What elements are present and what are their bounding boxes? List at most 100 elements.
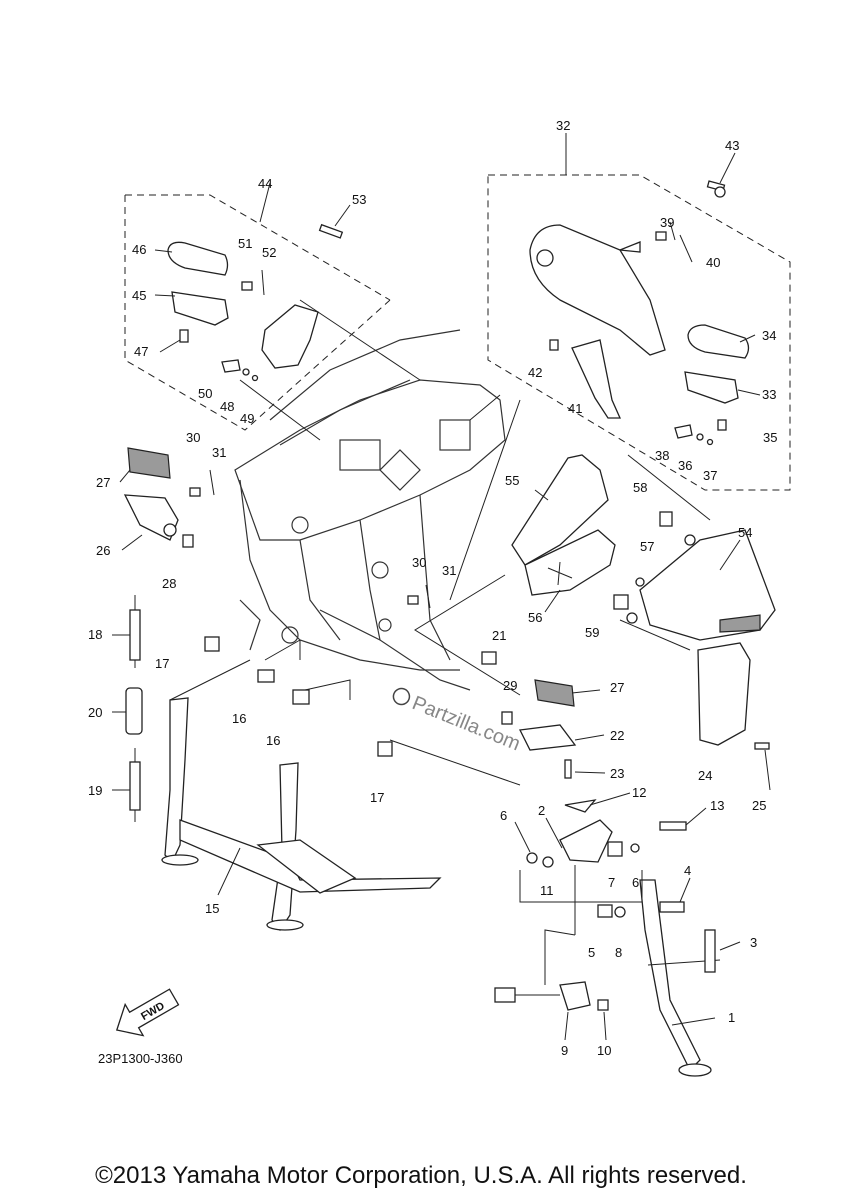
copyright-notice: ©2013 Yamaha Motor Corporation, U.S.A. A… bbox=[95, 1162, 747, 1189]
callout: 43 bbox=[725, 138, 739, 153]
callout: 8 bbox=[615, 945, 622, 960]
bolt-4 bbox=[659, 901, 685, 913]
footrest-22 bbox=[519, 724, 577, 751]
bolt-30-31-b bbox=[407, 584, 431, 609]
callout: 18 bbox=[88, 627, 102, 642]
callout: 34 bbox=[762, 328, 776, 343]
callout: 12 bbox=[632, 785, 646, 800]
footrest-rubber-34 bbox=[687, 324, 750, 359]
group-box-44 bbox=[124, 194, 391, 431]
callout: 19 bbox=[88, 783, 102, 798]
callout: 28 bbox=[162, 576, 176, 591]
callout: 46 bbox=[132, 242, 146, 257]
callout: 11 bbox=[540, 883, 554, 898]
heel-guard-41 bbox=[571, 339, 622, 419]
pin-51-52 bbox=[241, 269, 265, 296]
callout: 35 bbox=[763, 430, 777, 445]
callout: 29 bbox=[503, 678, 517, 693]
callout: 27 bbox=[96, 475, 110, 490]
cover-54 bbox=[639, 529, 776, 641]
callout: 4 bbox=[684, 863, 691, 878]
callout: 55 bbox=[505, 473, 519, 488]
sidestand-1 bbox=[639, 879, 712, 1077]
bracket-2-12 bbox=[559, 799, 613, 863]
callout: 51 bbox=[238, 236, 252, 251]
callout: 13 bbox=[710, 798, 724, 813]
collars-16-17 bbox=[204, 636, 393, 757]
callout: 53 bbox=[352, 192, 366, 207]
callout: 25 bbox=[752, 798, 766, 813]
pipe-20 bbox=[125, 687, 143, 735]
hardware-57-59 bbox=[613, 511, 696, 624]
bolt-21 bbox=[481, 651, 497, 665]
spring-19 bbox=[129, 748, 141, 822]
callout: 3 bbox=[750, 935, 757, 950]
callout: 27 bbox=[610, 680, 624, 695]
callout: 56 bbox=[528, 610, 542, 625]
spring-28 bbox=[182, 534, 194, 548]
callout: 6 bbox=[632, 875, 639, 890]
callout: 2 bbox=[538, 803, 545, 818]
callout: 39 bbox=[660, 215, 674, 230]
callout: 31 bbox=[212, 445, 226, 460]
washers-35-38 bbox=[674, 419, 727, 446]
bolt-42 bbox=[549, 339, 559, 351]
cover-56 bbox=[524, 529, 616, 596]
bolt-25 bbox=[754, 742, 770, 750]
callout: 40 bbox=[706, 255, 720, 270]
callout: 38 bbox=[655, 448, 669, 463]
bracket-53 bbox=[261, 223, 344, 369]
callout: 32 bbox=[556, 118, 570, 133]
callout: 41 bbox=[568, 401, 582, 416]
sidestand-switch-9 bbox=[494, 981, 609, 1011]
callout: 20 bbox=[88, 705, 102, 720]
callout: 5 bbox=[588, 945, 595, 960]
diagram-code: 23P1300-J360 bbox=[98, 1051, 183, 1066]
callout: 33 bbox=[762, 387, 776, 402]
footrest-33 bbox=[684, 371, 739, 404]
footrest-bracket-32 bbox=[529, 224, 666, 356]
footrest-rubber-46 bbox=[167, 241, 229, 276]
washers-48-50 bbox=[221, 359, 259, 382]
callout: 10 bbox=[597, 1043, 611, 1058]
callout: 26 bbox=[96, 543, 110, 558]
footrest-26 bbox=[123, 494, 179, 541]
spring-29 bbox=[501, 711, 513, 725]
callout: 54 bbox=[738, 525, 752, 540]
callout: 7 bbox=[608, 875, 615, 890]
bolt-47 bbox=[179, 329, 189, 343]
callout: 48 bbox=[220, 399, 234, 414]
callout: 16 bbox=[266, 733, 280, 748]
callout: 17 bbox=[155, 656, 169, 671]
footrest-rubber-27a bbox=[127, 447, 171, 479]
callout-numbers: 1 2 3 4 5 6 6 7 8 9 10 11 12 13 15 16 16… bbox=[88, 118, 777, 1058]
callout: 50 bbox=[198, 386, 212, 401]
callout: 9 bbox=[561, 1043, 568, 1058]
callout: 22 bbox=[610, 728, 624, 743]
bolt-30-31-a bbox=[189, 469, 215, 497]
callout: 31 bbox=[442, 563, 456, 578]
callout: 24 bbox=[698, 768, 712, 783]
bolt-23 bbox=[564, 759, 572, 779]
group-box-32 bbox=[487, 174, 791, 491]
fwd-arrow-icon: FWD bbox=[115, 988, 180, 1037]
callout: 16 bbox=[232, 711, 246, 726]
spring-3 bbox=[647, 929, 721, 973]
callout: 23 bbox=[610, 766, 624, 781]
callout: 59 bbox=[585, 625, 599, 640]
callout: 17 bbox=[370, 790, 384, 805]
callout: 1 bbox=[728, 1010, 735, 1025]
callout: 44 bbox=[258, 176, 272, 191]
pin-39-40 bbox=[655, 221, 676, 241]
callout: 30 bbox=[412, 555, 426, 570]
footrest-rubber-27b bbox=[534, 679, 575, 707]
callout: 58 bbox=[633, 480, 647, 495]
callout: 52 bbox=[262, 245, 276, 260]
washers-5-8 bbox=[526, 841, 640, 918]
cover-24 bbox=[697, 642, 751, 746]
callout: 36 bbox=[678, 458, 692, 473]
leader-lines bbox=[112, 133, 771, 1041]
spring-18 bbox=[129, 595, 141, 668]
callout: 49 bbox=[240, 411, 254, 426]
callout: 45 bbox=[132, 288, 146, 303]
